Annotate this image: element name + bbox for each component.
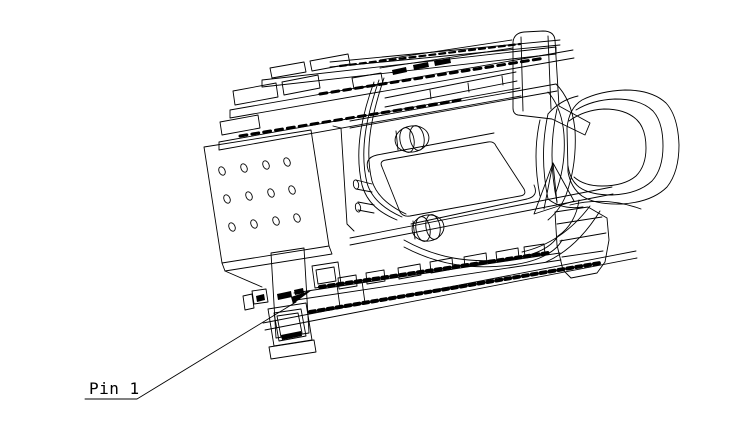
perforated-plate [203,129,333,288]
pin1-callout: Pin 1 [84,290,312,400]
screw-boss-bottom [411,214,445,242]
board-stack [218,39,575,151]
pin1-label: Pin 1 [89,379,140,398]
leader-arrowhead [291,290,312,304]
motor-terminal-pins [352,179,375,214]
lens-barrel [521,89,680,263]
screw-boss-top [394,125,430,153]
leader-line [84,301,297,400]
connector-pad-rows [242,243,638,331]
motor-housing [332,83,614,246]
top-bracket [379,30,591,136]
pin1-board [267,247,317,360]
end-bracket-block [554,200,642,279]
